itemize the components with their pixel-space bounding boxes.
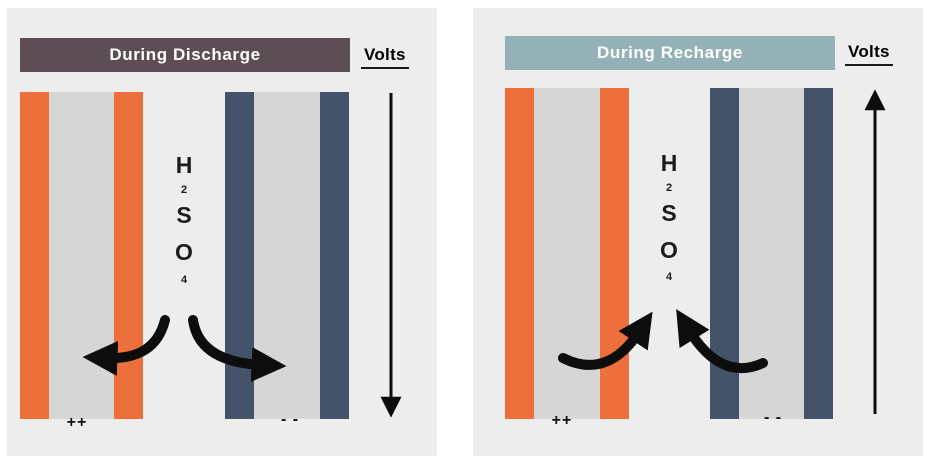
curved-arrow-from-negative-icon: [676, 309, 768, 374]
curved-arrow-from-positive-icon: [558, 311, 653, 370]
negative-plate-stripe: [804, 88, 833, 419]
negative-electrode: [710, 88, 833, 419]
formula-h: H: [660, 150, 678, 176]
volts-label: Volts: [361, 45, 409, 69]
positive-plate-stripe: [20, 92, 49, 419]
curved-arrow-to-positive-icon: [82, 315, 170, 376]
positive-terminal-label: ++: [66, 414, 88, 431]
electrolyte-formula: H 2 S O 4: [649, 152, 689, 292]
discharge-header: During Discharge: [20, 38, 350, 72]
discharge-arrows-layer: [82, 93, 402, 418]
discharge-panel: During Discharge Volts H 2 S O 4 ++ - -: [7, 8, 437, 456]
formula-o: O: [175, 239, 193, 265]
formula-sub4: 4: [180, 274, 188, 286]
formula-sub2: 2: [665, 182, 673, 194]
discharge-title: During Discharge: [109, 45, 261, 64]
electrolyte-formula: H 2 S O 4: [164, 154, 204, 294]
recharge-header: During Recharge: [505, 36, 835, 70]
positive-plate-stripe: [505, 88, 534, 419]
recharge-panel: During Recharge Volts H 2 S O 4 ++ - -: [473, 8, 923, 456]
formula-sub4: 4: [665, 271, 673, 283]
formula-s: S: [176, 202, 192, 228]
volts-label: Volts: [845, 42, 893, 66]
negative-plate-stripe: [320, 92, 349, 419]
formula-sub2: 2: [180, 184, 188, 196]
negative-terminal-label: - -: [763, 409, 783, 426]
positive-plate-stripe: [114, 92, 143, 419]
curved-arrow-to-negative-icon: [188, 315, 287, 382]
formula-o: O: [660, 237, 678, 263]
recharge-arrows-layer: [558, 89, 886, 414]
recharge-title: During Recharge: [597, 43, 743, 62]
formula-s: S: [661, 200, 677, 226]
formula-h: H: [175, 152, 193, 178]
positive-terminal-label: ++: [551, 412, 573, 429]
negative-terminal-label: - -: [280, 411, 300, 428]
